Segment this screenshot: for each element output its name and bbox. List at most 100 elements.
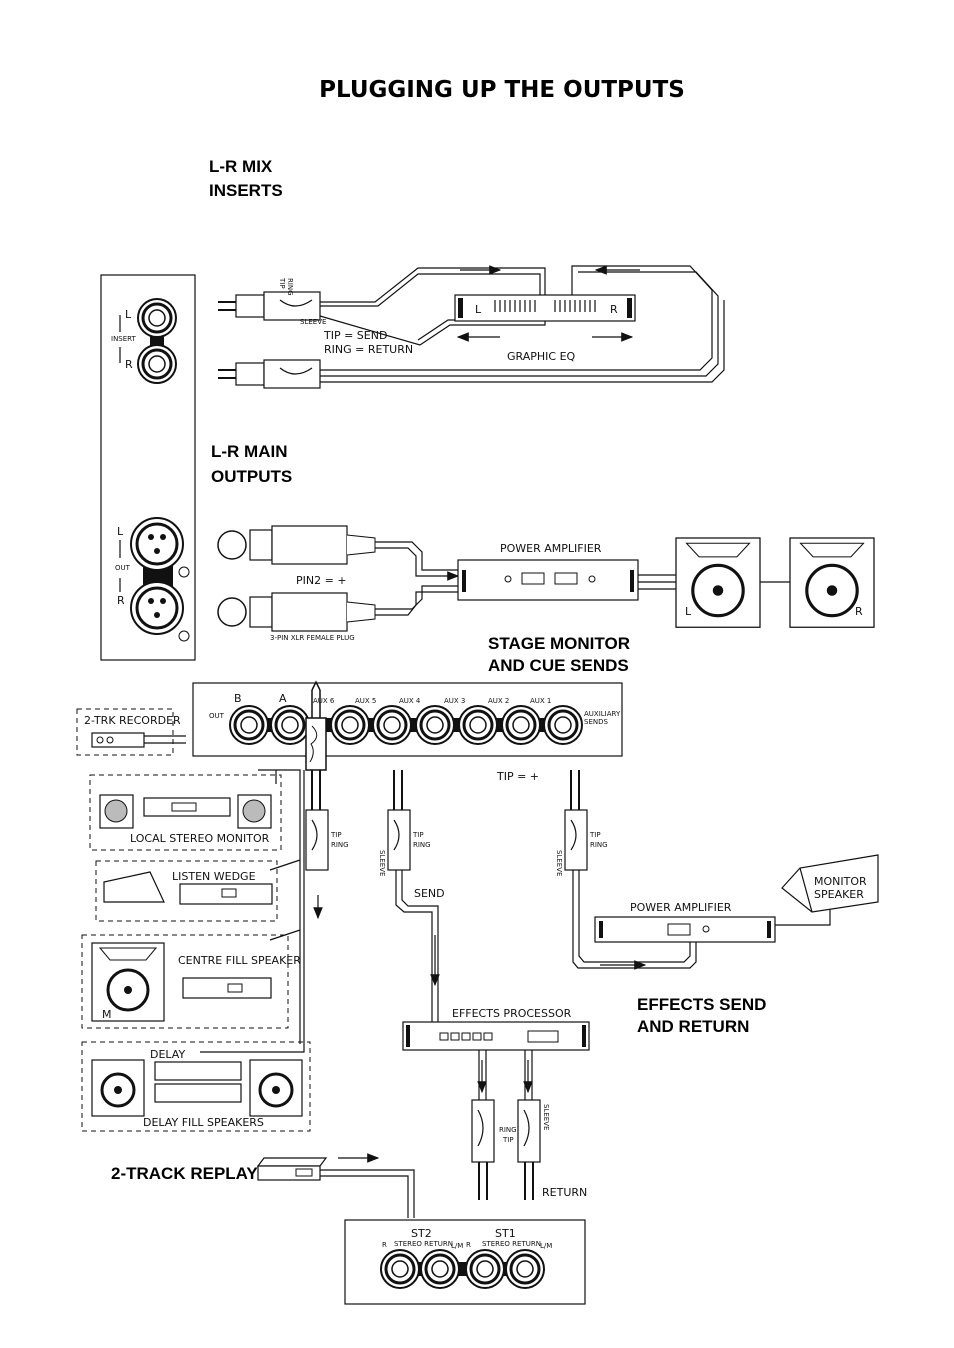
st2-label: ST2 — [411, 1227, 432, 1240]
auxiliary-label: AUXILIARY — [584, 710, 621, 718]
aux1-jack[interactable] — [542, 704, 584, 746]
st1-r-label: R — [466, 1241, 471, 1249]
main-speaker-l: L — [674, 536, 762, 629]
effects-processor: EFFECTS PROCESSOR — [402, 1007, 590, 1051]
out-small-label: OUT — [209, 712, 225, 720]
tip-send-label: TIP = SEND — [323, 329, 387, 342]
main-speaker-r: R — [788, 536, 876, 629]
ring-label-insert: RING — [286, 278, 294, 296]
insert-cables — [319, 265, 725, 383]
main-out-l-xlr[interactable] — [129, 516, 185, 572]
aux-plug-left: TIP RING — [305, 770, 349, 871]
stage-monitor-heading-line1: STAGE MONITOR — [488, 634, 630, 653]
return-label: RETURN — [542, 1186, 587, 1199]
aux-send-tip: TIP — [412, 831, 424, 839]
aux3-jack[interactable] — [457, 704, 499, 746]
monitor-amp-cable — [572, 870, 697, 969]
monitor-power-amplifier: POWER AMPLIFIER — [594, 901, 776, 943]
aux-left-ring: RING — [331, 841, 349, 849]
main-out-r-xlr[interactable] — [129, 580, 185, 636]
monitor-speaker-line1: MONITOR — [814, 875, 867, 888]
st1-lm-label: L/M — [540, 1242, 552, 1250]
aux1-label: AUX 1 — [530, 697, 551, 705]
insert-r-label: R — [125, 358, 133, 371]
st1-r-jack[interactable] — [464, 1248, 506, 1290]
insert-plug-bottom — [218, 359, 321, 389]
eq-r-label: R — [610, 303, 618, 316]
eq-l-label: L — [475, 303, 482, 316]
return-cables: RING TIP SLEEVE RETURN — [471, 1050, 587, 1200]
insert-plug-top — [218, 291, 321, 321]
st2-r-jack[interactable] — [379, 1248, 421, 1290]
centre-m-label: M — [102, 1008, 112, 1021]
aux6-jack[interactable] — [329, 704, 371, 746]
st2-stereo-return-label: STEREO RETURN — [394, 1240, 453, 1248]
two-track-replay-device — [256, 1153, 415, 1218]
main-out-cables — [375, 541, 460, 616]
aux4-label: AUX 4 — [399, 697, 421, 705]
st2-r-label: R — [382, 1241, 387, 1249]
return-sleeve-label: SLEEVE — [542, 1104, 550, 1130]
st1-stereo-return-label: STEREO RETURN — [482, 1240, 541, 1248]
local-stereo-monitor-group: LOCAL STEREO MONITOR — [89, 774, 282, 851]
two-trk-recorder-label: 2-TRK RECORDER — [84, 714, 181, 727]
inserts-heading-line1: L-R MIX — [209, 157, 273, 176]
st1-label: ST1 — [495, 1227, 516, 1240]
aux-send-ring: RING — [413, 841, 431, 849]
stage-monitor-heading-line2: AND CUE SENDS — [488, 656, 629, 675]
aux-right-ring: RING — [590, 841, 608, 849]
effects-processor-label: EFFECTS PROCESSOR — [452, 1007, 572, 1020]
local-stereo-monitor-label: LOCAL STEREO MONITOR — [130, 832, 270, 845]
main-speaker-r-label: R — [855, 605, 863, 618]
return-ring-label: RING — [499, 1126, 517, 1134]
centre-fill-group: M CENTRE FILL SPEAKER — [81, 934, 301, 1029]
effects-heading-line2: AND RETURN — [637, 1017, 749, 1036]
main-power-amp-label: POWER AMPLIFIER — [500, 542, 602, 555]
tip-plus-label: TIP = + — [496, 770, 539, 783]
main-out-word: OUT — [115, 564, 131, 572]
aux4-jack[interactable] — [414, 704, 456, 746]
st1-lm-jack[interactable] — [504, 1248, 546, 1290]
monitor-power-amp-label: POWER AMPLIFIER — [630, 901, 732, 914]
main-out-r-label: R — [117, 594, 125, 607]
replay-heading: 2-TRACK REPLAY — [111, 1164, 258, 1183]
stereo-return-jacks: ST2 ST1 R STEREO RETURN L/M R STEREO RET… — [379, 1227, 552, 1290]
sleeve-label-insert: SLEEVE — [300, 318, 326, 326]
aux-right-tip: TIP — [589, 831, 601, 839]
listen-wedge-group: LISTEN WEDGE — [95, 860, 278, 922]
insert-r-jack[interactable] — [136, 343, 178, 385]
main-outputs-heading-line2: OUTPUTS — [211, 467, 292, 486]
aux6-label: AUX 6 — [313, 697, 335, 705]
out-b-jack[interactable] — [228, 704, 270, 746]
return-tip-label: TIP — [502, 1136, 514, 1144]
insert-l-label: L — [125, 308, 132, 321]
ring-return-label: RING = RETURN — [324, 343, 413, 356]
main-output-jacks: L OUT R — [115, 516, 190, 642]
graphic-eq-label: GRAPHIC EQ — [507, 350, 576, 363]
st2-lm-jack[interactable] — [419, 1248, 461, 1290]
out-a-jack[interactable] — [269, 704, 311, 746]
tip-label-insert: TIP — [278, 277, 286, 289]
insert-jacks: L INSERT R — [111, 297, 178, 385]
inserts-section: L-R MIX INSERTS — [209, 157, 283, 200]
out-a-label: A — [279, 692, 287, 705]
page-title: PLUGGING UP THE OUTPUTS — [319, 77, 685, 103]
monitor-feed-lines — [258, 769, 301, 1044]
monitor-speaker: MONITOR SPEAKER — [781, 854, 879, 913]
xlr-plug-bottom — [217, 592, 376, 632]
delay-label: DELAY — [150, 1048, 185, 1061]
aux5-jack[interactable] — [371, 704, 413, 746]
monitor-speaker-line2: SPEAKER — [814, 888, 864, 901]
send-cable: SEND — [395, 870, 445, 1022]
two-track-recorder: 2-TRK RECORDER — [76, 708, 186, 756]
aux5-label: AUX 5 — [355, 697, 376, 705]
send-label: SEND — [414, 887, 445, 900]
insert-l-jack[interactable] — [136, 297, 178, 339]
aux2-jack[interactable] — [500, 704, 542, 746]
xlr-plug-label: 3-PIN XLR FEMALE PLUG — [270, 634, 355, 642]
amp-to-speaker-cables — [638, 574, 676, 590]
aux-send-sleeve: SLEEVE — [378, 850, 386, 876]
st2-lm-label: L/M — [451, 1242, 463, 1250]
main-out-l-label: L — [117, 525, 124, 538]
